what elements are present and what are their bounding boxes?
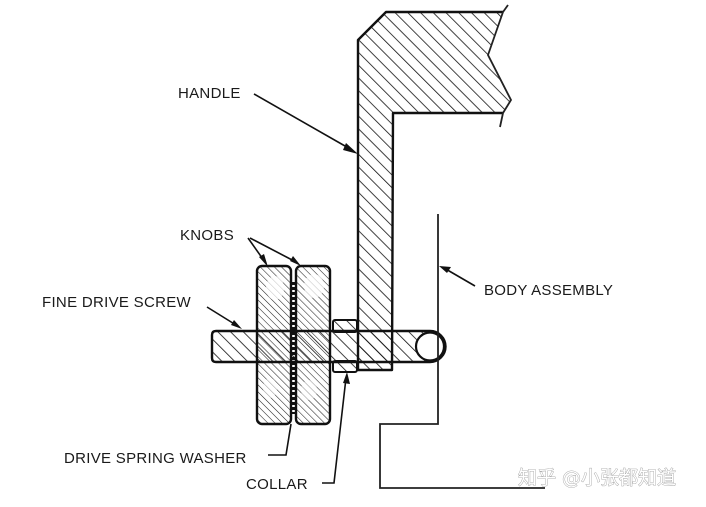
leader-body-assembly bbox=[439, 266, 476, 287]
leader-drive-spring-washer bbox=[268, 423, 292, 456]
label-fine-drive-screw: FINE DRIVE SCREW bbox=[42, 294, 192, 311]
leader-knobs bbox=[247, 237, 301, 267]
handle-part bbox=[356, 4, 513, 372]
label-knobs: KNOBS bbox=[180, 227, 234, 244]
label-handle: HANDLE bbox=[178, 85, 241, 102]
fine-drive-screw-part bbox=[210, 329, 447, 364]
leader-fine-drive-screw bbox=[206, 306, 242, 329]
label-collar: COLLAR bbox=[246, 476, 308, 493]
watermark-text: 知乎 @小张都知道 bbox=[518, 467, 676, 489]
leader-handle bbox=[253, 93, 358, 154]
label-body-assembly: BODY ASSEMBLY bbox=[484, 282, 613, 299]
body-assembly-part bbox=[379, 214, 545, 489]
leader-collar bbox=[322, 372, 350, 484]
label-drive-spring-washer: DRIVE SPRING WASHER bbox=[64, 450, 247, 467]
